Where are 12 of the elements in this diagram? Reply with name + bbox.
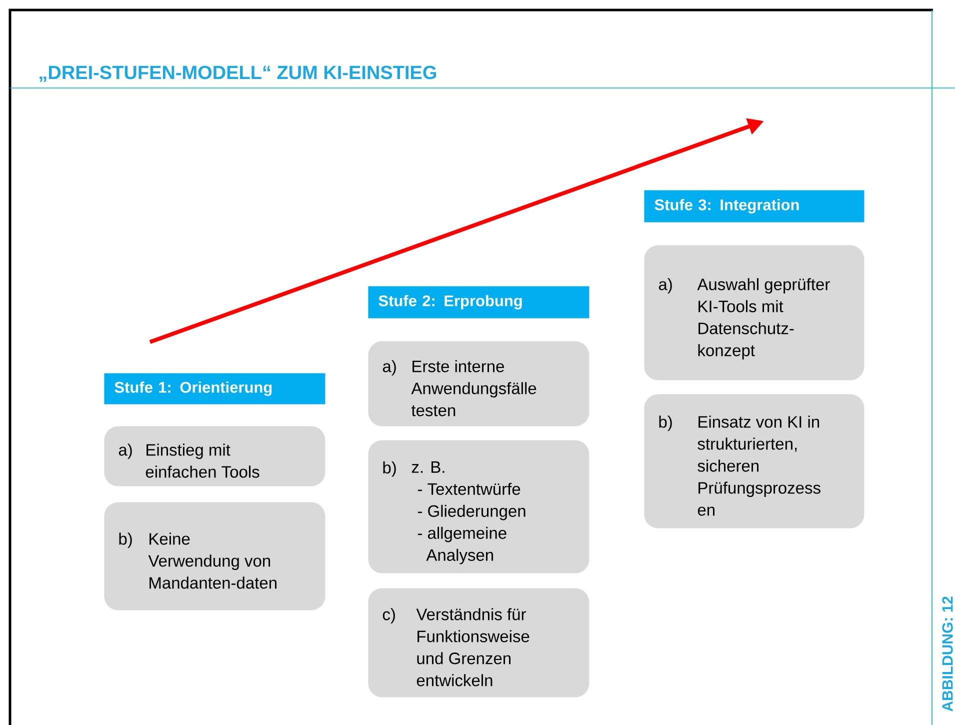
stage-header: Stufe 2: Erprobung <box>368 286 590 318</box>
item-card: c) Verständnis für Funktionsweise und Grenzen entwickeln <box>368 588 590 698</box>
stage-header: Stufe 3: Integration <box>644 190 864 222</box>
item-card: b) z. B. - Textentwürfe - Gliederungen - allgemeine Analysen <box>368 440 590 574</box>
figure-label: ABBILDUNG: 12 <box>942 596 953 712</box>
stage-header: Stufe 1: Orientierung <box>104 373 326 404</box>
item-card: a) Auswahl geprüfter KI-Tools mit Datenschutz-konzept <box>644 245 864 380</box>
item-card: a) Einstieg mit einfachen Tools <box>104 426 326 486</box>
item-card: b) Einsatz von KI in strukturierten, sicheren Prüfungsprozess en <box>644 394 864 528</box>
item-card: a) Erste interne Anwendungsfälle testen <box>368 341 590 426</box>
title: „DREI-STUFEN-MODELL“ ZUM KI-EINSTIEG <box>40 66 436 82</box>
item-card: b) Keine Verwendung von Mandanten-daten <box>104 502 326 610</box>
